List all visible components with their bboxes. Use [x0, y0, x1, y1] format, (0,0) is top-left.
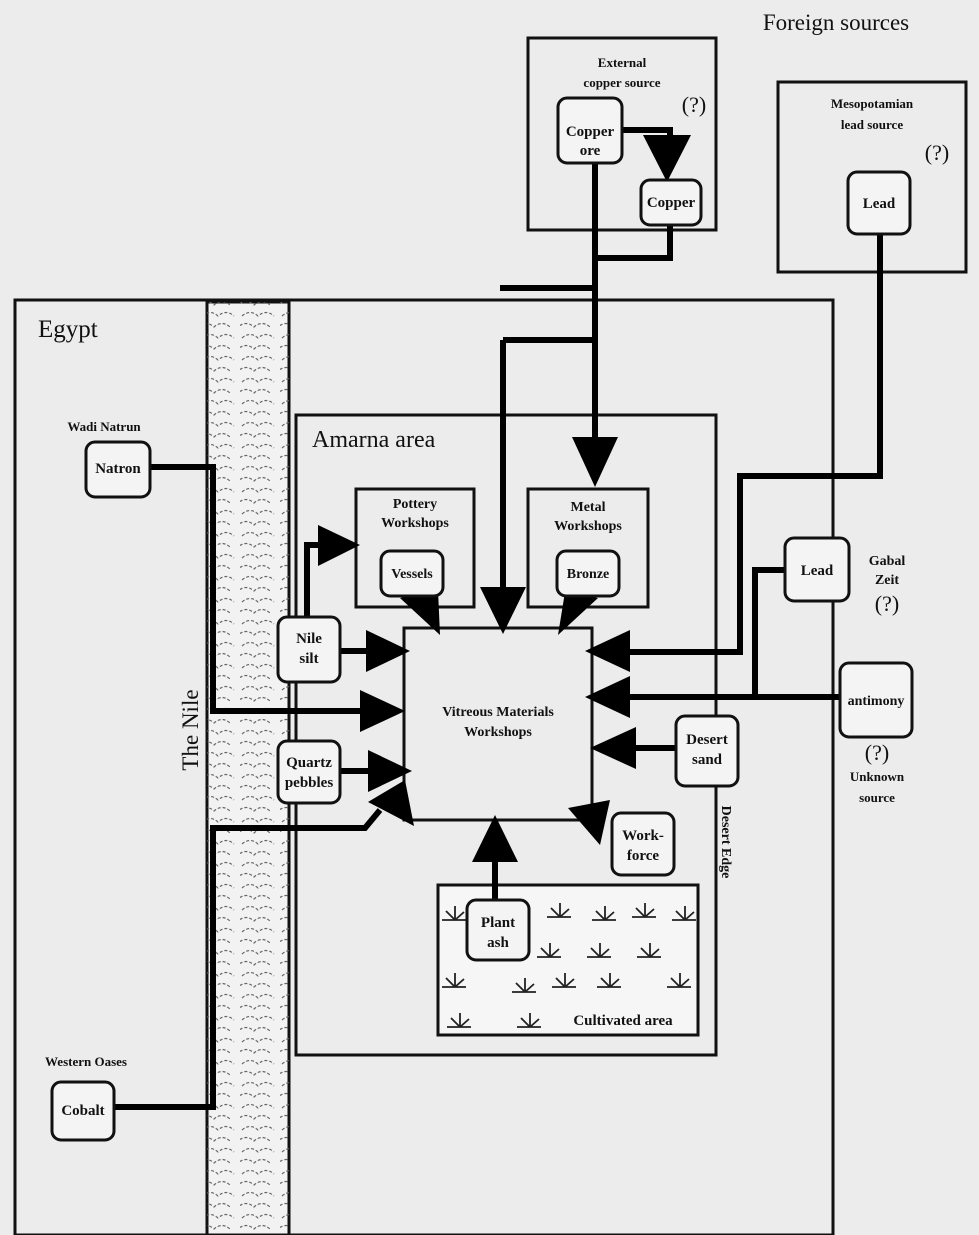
silt-to-pottery-line: [307, 545, 318, 620]
plant-ash-line2: ash: [487, 935, 509, 951]
desert-sand-line1: Desert: [686, 732, 728, 748]
antimony-uncertain: (?): [865, 740, 889, 765]
copper-ore-line1: Copper: [566, 124, 615, 140]
external-copper-uncertain: (?): [682, 92, 706, 117]
vitreous-line2: Workshops: [464, 725, 532, 740]
gabal-line2: Zeit: [875, 573, 899, 588]
quartz-line2: pebbles: [285, 775, 334, 791]
nile-title: The Nile: [178, 689, 203, 770]
antimony-line2: source: [859, 790, 895, 805]
pottery-line1: Pottery: [393, 497, 437, 512]
external-copper-line2: copper source: [583, 75, 660, 90]
desert-sand-line2: sand: [692, 752, 723, 768]
copper-ore-line2: ore: [580, 143, 601, 159]
gabal-uncertain: (?): [875, 591, 899, 616]
plant-ash-arrowhead: [472, 815, 518, 862]
vessels-label: Vessels: [391, 567, 433, 582]
natron-arrowhead: [360, 690, 405, 732]
bronze-label: Bronze: [567, 567, 610, 582]
metal-arrowhead: [572, 437, 618, 487]
quartz-pebbles-node: [278, 741, 340, 803]
external-copper-line1: External: [598, 55, 647, 70]
workforce-node: [612, 813, 674, 875]
metal-line2: Workshops: [554, 519, 622, 534]
western-oases-label: Western Oases: [45, 1054, 127, 1069]
amarna-area-title: Amarna area: [312, 427, 436, 453]
metal-line1: Metal: [571, 500, 606, 515]
vitreous-line1: Vitreous Materials: [442, 705, 554, 720]
gabal-lead-label: Lead: [801, 563, 834, 579]
gabal-line1: Gabal: [869, 554, 906, 569]
cultivated-area-label: Cultivated area: [573, 1013, 673, 1029]
desert-edge-label: Desert Edge: [718, 806, 733, 879]
plant-ash-line1: Plant: [481, 915, 515, 931]
wadi-natrun-label: Wadi Natrun: [67, 419, 141, 434]
quartz-line1: Quartz: [286, 755, 332, 771]
meso-source-line2: lead source: [841, 117, 903, 132]
nile-silt-line1: Nile: [296, 631, 322, 647]
desert-sand-node: [676, 716, 738, 786]
copper-arrowhead: [643, 135, 691, 182]
natron-label: Natron: [95, 461, 141, 477]
sand-arrowhead: [590, 727, 636, 769]
meso-uncertain: (?): [925, 140, 949, 165]
cobalt-label: Cobalt: [61, 1103, 104, 1119]
antimony-label: antimony: [848, 694, 905, 709]
workforce-line1: Work-: [622, 828, 664, 844]
workforce-arrowhead: [568, 800, 610, 845]
foreign-sources-title: Foreign sources: [763, 10, 909, 35]
workforce-line2: force: [627, 848, 660, 864]
copper-label: Copper: [647, 195, 696, 211]
meso-source-line1: Mesopotamian: [831, 96, 914, 111]
egypt-title: Egypt: [38, 316, 98, 343]
pottery-arrowhead: [318, 525, 360, 566]
nile-silt-line2: silt: [299, 651, 318, 667]
nile-silt-node: [278, 617, 340, 682]
meso-lead-label: Lead: [863, 196, 896, 212]
pottery-line2: Workshops: [381, 516, 449, 531]
antimony-line1: Unknown: [850, 769, 905, 784]
vitreous-workshops-frame: [404, 628, 592, 820]
gabal-lead-line: [630, 570, 785, 697]
